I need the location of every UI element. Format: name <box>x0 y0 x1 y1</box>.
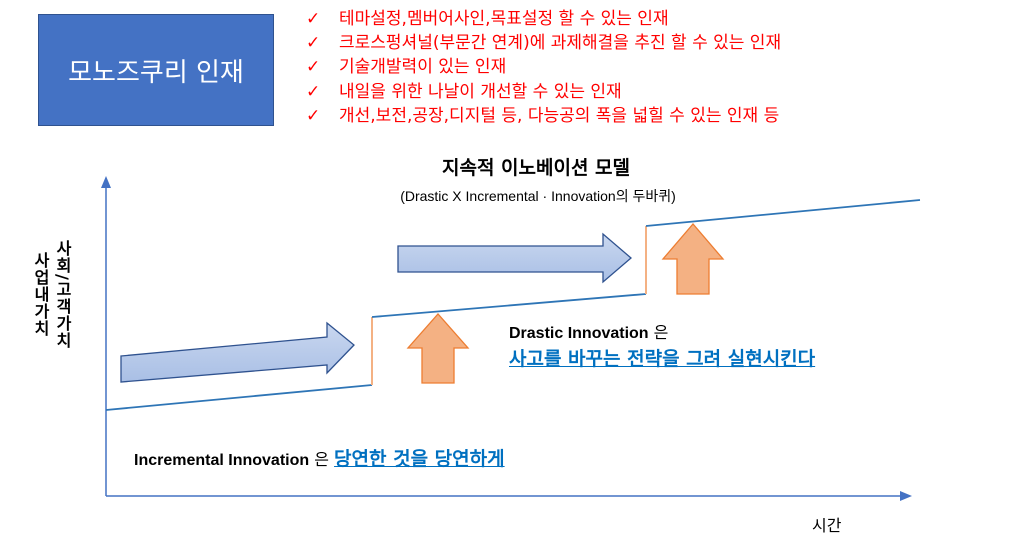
x-axis-label: 시간 <box>812 516 842 535</box>
incremental-innovation-statement: Incremental Innovation 은 당연한 것을 당연하게 <box>134 444 505 471</box>
y-axis-arrowhead <box>101 176 111 188</box>
drastic-term: Drastic Innovation <box>509 325 649 342</box>
incremental-particle: 은 <box>309 450 335 469</box>
checklist-item: ✓테마설정,멤버어사인,목표설정 할 수 있는 인재 <box>306 7 781 31</box>
talent-checklist: ✓테마설정,멤버어사인,목표설정 할 수 있는 인재 ✓크로스펑셔널(부문간 연… <box>306 7 781 128</box>
incremental-description: 당연한 것을 당연하게 <box>334 448 505 470</box>
x-axis-arrowhead <box>900 491 912 501</box>
check-icon: ✓ <box>306 57 321 78</box>
check-icon: ✓ <box>306 81 321 102</box>
drastic-up-arrow <box>661 223 725 295</box>
drastic-particle: 은 <box>648 323 669 342</box>
drastic-innovation-description: 사고를 바꾸는 전략을 그려 실현시킨다 <box>509 348 816 370</box>
drastic-innovation-heading: Drastic Innovation 은 <box>509 319 668 343</box>
y-axis-label-business-value: 사업내가치 <box>31 252 50 337</box>
incremental-trend-line-1 <box>105 384 373 411</box>
model-subtitle: (Drastic X Incremental · Innovation의 두바퀴… <box>400 188 676 204</box>
incremental-right-arrow <box>397 232 632 284</box>
checklist-item: ✓기술개발력이 있는 인재 <box>306 55 781 79</box>
incremental-term: Incremental Innovation <box>134 452 310 469</box>
monozukuri-talent-box: 모노즈쿠리 인재 <box>38 14 274 126</box>
model-title: 지속적 이노베이션 모델 <box>441 157 631 179</box>
check-icon: ✓ <box>306 33 321 54</box>
monozukuri-talent-label: 모노즈쿠리 인재 <box>68 57 244 88</box>
check-icon: ✓ <box>306 105 321 126</box>
incremental-trend-line-2 <box>371 293 647 318</box>
y-axis-label-social-value: 사회/고객가치 <box>53 240 72 349</box>
checklist-item: ✓개선,보전,공장,디지털 등, 다능공의 폭을 넓힐 수 있는 인재 등 <box>306 104 781 128</box>
incremental-right-arrow <box>120 321 355 383</box>
checklist-item: ✓내일을 위한 나날이 개선할 수 있는 인재 <box>306 80 781 104</box>
check-icon: ✓ <box>306 9 321 29</box>
checklist-item: ✓크로스펑셔널(부문간 연계)에 과제해결을 추진 할 수 있는 인재 <box>306 31 781 55</box>
drastic-up-arrow <box>406 313 470 384</box>
incremental-trend-line-3 <box>645 199 921 227</box>
